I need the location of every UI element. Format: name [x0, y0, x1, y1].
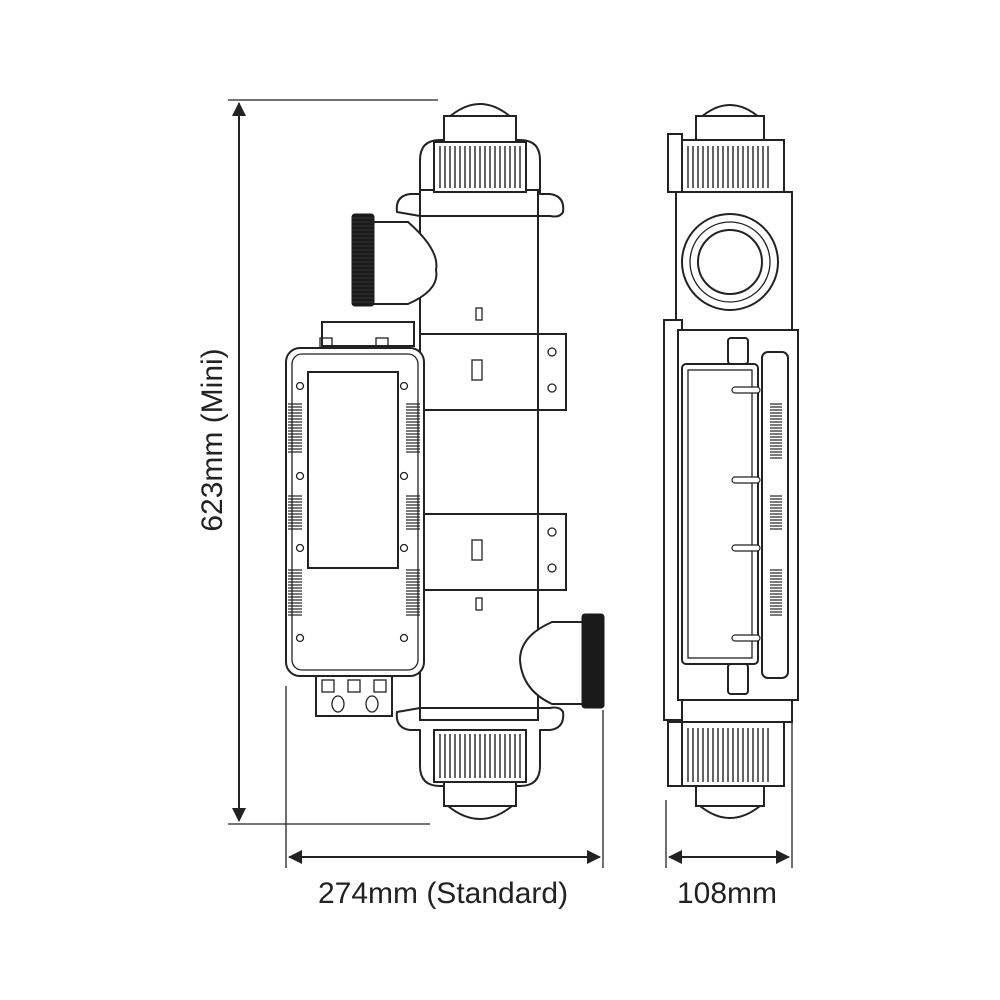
bottom-cap [433, 729, 527, 820]
width-standard-dimension-label: 274mm (Standard) [317, 877, 569, 910]
height-dimension-label: 623mm (Mini) [196, 348, 229, 532]
control-box [285, 347, 425, 677]
display-window [307, 371, 399, 569]
main-cylinder [419, 189, 539, 721]
side-view [663, 104, 799, 819]
side-pipe-opening [681, 213, 779, 311]
upper-clamp [419, 333, 567, 411]
bottom-bracket [395, 706, 565, 787]
outlet-pipe [518, 613, 605, 709]
top-cap [433, 103, 527, 193]
inlet-pipe [351, 213, 438, 307]
dimension-lines [228, 99, 793, 868]
lower-clamp [419, 513, 567, 591]
box-bottom-mount [315, 671, 393, 717]
box-top-mount [321, 321, 415, 347]
front-view [285, 103, 605, 820]
width-side-dimension-label: 108mm [676, 877, 778, 910]
top-bracket [395, 139, 565, 218]
tube-slot-bottom [475, 597, 483, 611]
tube-slot-top [475, 307, 483, 321]
